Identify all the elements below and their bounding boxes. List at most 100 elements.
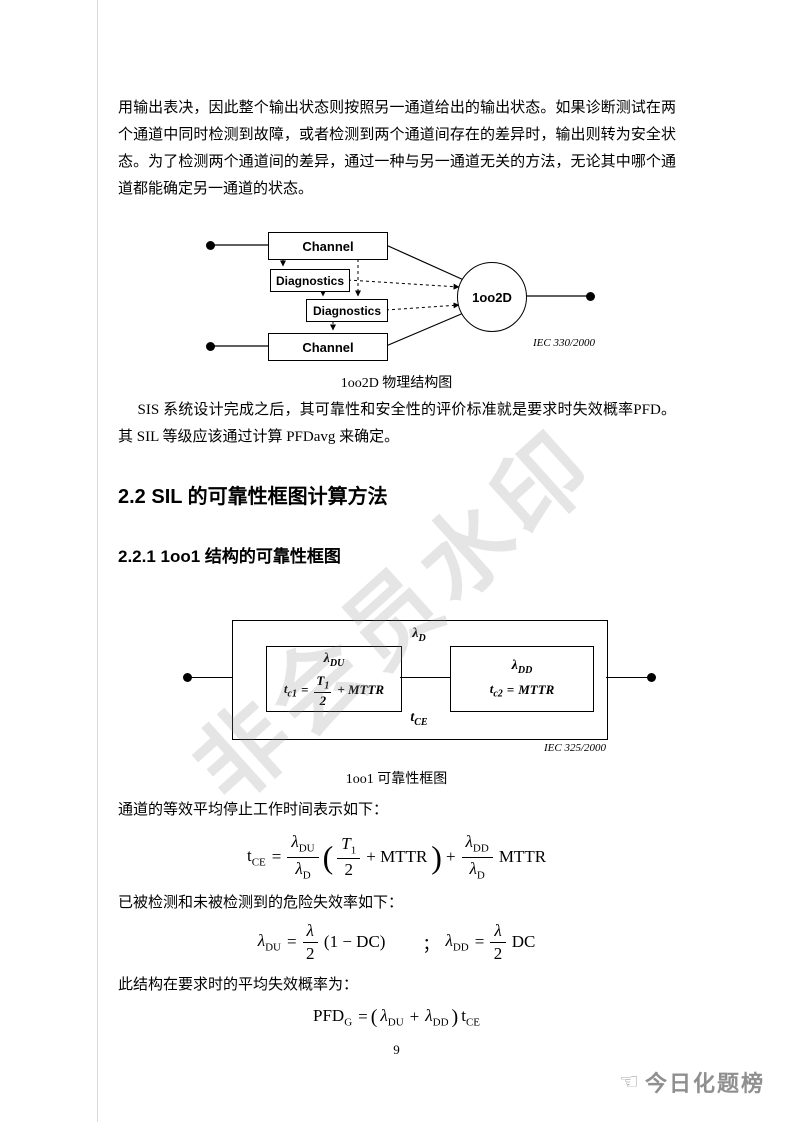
iec-reference-325: IEC 325/2000	[543, 742, 606, 754]
fraction-denominator: 2	[344, 860, 354, 880]
equals-sign: =	[506, 682, 515, 698]
input-terminal-dot-bottom	[206, 342, 215, 351]
lambda-d-label: λD	[399, 626, 439, 644]
fraction-denominator: 2	[493, 943, 503, 963]
diagnostics-box-1: Diagnostics	[270, 269, 350, 292]
voter-circle-1oo2d: 1oo2D	[457, 262, 527, 332]
lambda-symbol: λ	[412, 626, 419, 641]
equals-sign: =	[286, 932, 297, 951]
math-token: (1 − DC)	[323, 932, 386, 951]
lambda-over-2-fraction: λ 2	[302, 921, 318, 963]
close-paren: )	[431, 839, 442, 875]
fraction-denominator: 2	[319, 692, 327, 708]
footer-brand: ☜ 今日化题榜	[619, 1066, 765, 1098]
fraction-numerator: T1	[314, 672, 332, 693]
diagnostics-2-label: Diagnostics	[312, 303, 381, 318]
body-paragraph-2: SIS 系统设计完成之后，其可靠性和安全性的评价标准就是要求时失效概率PFD。其…	[118, 402, 676, 445]
math-token: MTTR	[498, 847, 547, 866]
plus-sign: +	[445, 847, 456, 866]
separator-semicolon: ；	[422, 934, 440, 954]
output-terminal-dot	[647, 673, 656, 682]
math-token: PFDG	[313, 1005, 353, 1029]
lambda-over-2-fraction: λ 2	[490, 921, 506, 963]
page-number: 9	[393, 1042, 400, 1057]
channel-box-top: Channel	[268, 232, 388, 260]
input-terminal-dot-top	[206, 241, 215, 250]
lambda-symbol: λ	[511, 658, 518, 674]
open-paren: (	[370, 1006, 378, 1028]
diagnostics-1-label: Diagnostics	[275, 273, 344, 288]
diagram-connector-lines	[210, 244, 590, 347]
lambda-subscript: DD	[517, 665, 533, 677]
lambda-symbol: λ	[323, 650, 330, 666]
lambda-subscript: DU	[329, 657, 345, 669]
math-token: λDD	[445, 930, 469, 954]
fraction-denominator: λD	[295, 858, 311, 881]
lambda-dd-over-lambda-d-fraction: λDD λD	[461, 832, 493, 881]
diagram-1oo2d: Channel Diagnostics Diagnostics Channel …	[118, 225, 675, 375]
channel-box-bottom: Channel	[268, 333, 388, 361]
formula-lambda-split: λDU = λ 2 (1 − DC) ； λDD = λ 2 DC	[118, 920, 675, 964]
block-lambda-dd: λDD tc2 = MTTR	[450, 646, 594, 712]
math-token: λDU	[257, 930, 281, 954]
plus-mttr: + MTTR	[337, 682, 385, 698]
fraction-numerator: λDU	[287, 832, 319, 858]
output-terminal-dot	[586, 292, 595, 301]
t1-over-2-fraction: T1 2	[337, 834, 361, 880]
block2-equation: tc2 = MTTR	[490, 681, 555, 700]
t-symbol: tc1	[283, 681, 297, 700]
lambda-subscript: D	[418, 632, 426, 644]
fraction-denominator: λD	[469, 858, 485, 881]
channel-top-label: Channel	[302, 238, 354, 254]
footer-brand-text: 今日化题榜	[644, 1071, 765, 1096]
fraction-numerator: λDD	[461, 832, 493, 858]
formula-pfd: PFDG = ( λDU + λDD ) tCE	[118, 1002, 675, 1032]
fraction-denominator: 2	[305, 943, 315, 963]
fraction-numerator: λ	[302, 921, 318, 943]
block1-lambda: λDU	[324, 651, 345, 669]
block-connector-line	[400, 677, 450, 678]
formula-tce: tCE = λDU λD ( T1 2 + MTTR ) + λDD λD MT…	[118, 830, 675, 884]
t-symbol: tc2	[489, 681, 503, 700]
section-heading-2-2: 2.2 SIL 的可靠性框图计算方法	[118, 486, 388, 508]
lead-line-right	[606, 677, 647, 678]
equals-sign: =	[300, 682, 309, 698]
channel-bottom-label: Channel	[302, 339, 354, 355]
t1-over-2-fraction: T1 2	[314, 672, 332, 708]
equals-sign: =	[474, 932, 485, 951]
hand-pointer-icon: ☜	[619, 1069, 639, 1094]
lambda-du-over-lambda-d-fraction: λDU λD	[287, 832, 319, 881]
body-paragraph-5: 此结构在要求时的平均失效概率为：	[118, 977, 359, 993]
lead-line-left	[192, 677, 232, 678]
math-token: λDU	[380, 1005, 404, 1029]
equals-sign: =	[271, 847, 282, 866]
input-terminal-dot	[183, 673, 192, 682]
fraction-numerator: λ	[490, 921, 506, 943]
diagram1-caption: 1oo2D 物理结构图	[340, 376, 453, 391]
math-token: DC	[511, 932, 536, 951]
diagnostics-box-2: Diagnostics	[306, 299, 388, 322]
page-edge-line	[97, 0, 98, 1122]
t-ce-label: tCE	[410, 710, 428, 728]
close-paren: )	[451, 1006, 459, 1028]
math-token: tCE	[461, 1005, 480, 1029]
section-heading-2-2-1: 2.2.1 1oo1 结构的可靠性框图	[118, 547, 341, 566]
iec-reference-330: IEC 330/2000	[533, 337, 596, 349]
voter-label: 1oo2D	[472, 289, 512, 305]
diagram2-caption: 1oo1 可靠性框图	[345, 772, 448, 787]
outer-boundary-box	[232, 620, 608, 740]
fraction-numerator: T1	[337, 834, 361, 860]
open-paren: (	[322, 839, 334, 875]
block2-lambda: λDD	[512, 658, 533, 676]
plus-sign: +	[409, 1007, 420, 1026]
math-token: tCE	[246, 845, 266, 869]
block-lambda-du: λDU tc1 = T1 2 + MTTR	[266, 646, 402, 712]
equals-sign: =	[358, 1007, 368, 1026]
diagram-1oo1: λD λDU tc1 = T1 2 + MTTR λDD tc2 =	[118, 612, 675, 762]
math-token: λDD	[425, 1005, 449, 1029]
block1-equation: tc1 = T1 2 + MTTR	[283, 672, 385, 708]
body-paragraph-1: 用输出表决，因此整个输出状态则按照另一通道给出的输出状态。如果诊断测试在两个通道…	[118, 100, 676, 197]
body-paragraph-4: 已被检测和未被检测到的危险失效率如下：	[118, 895, 404, 911]
mttr-label: MTTR	[518, 682, 555, 698]
